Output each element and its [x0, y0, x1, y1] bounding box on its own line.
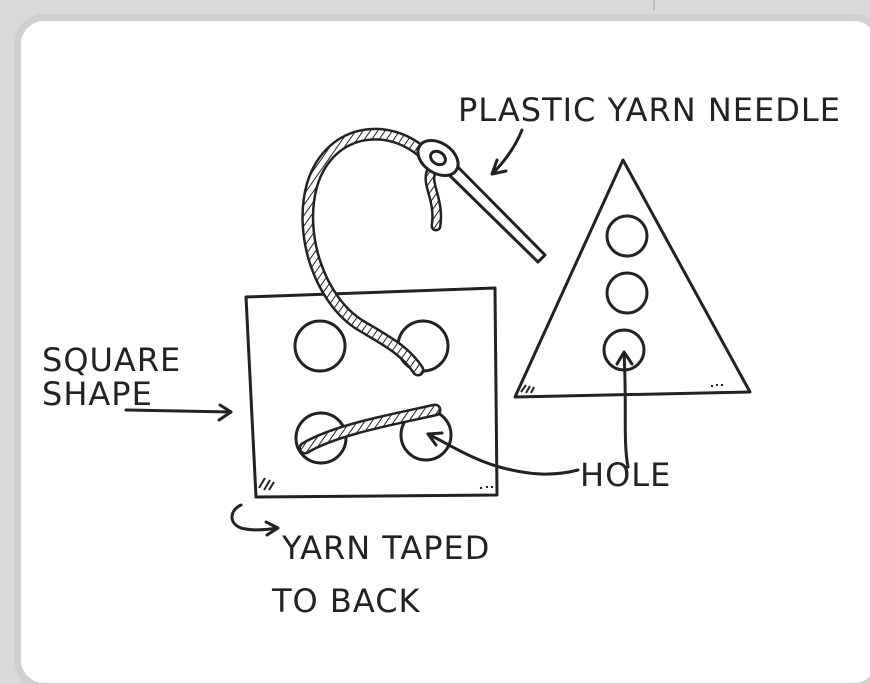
plastic-needle [416, 139, 547, 264]
annotations: PLASTIC YARN NEEDLE SQUARE SHAPE HOLE YA… [42, 91, 841, 620]
square-outline [244, 286, 499, 499]
yarn-texture [303, 130, 434, 374]
needle-label: PLASTIC YARN NEEDLE [458, 91, 841, 129]
square-shape-arrow [124, 403, 233, 422]
triangle-corner-marks [520, 384, 535, 394]
square-corner-marks [258, 477, 275, 491]
square-label-line2: SHAPE [42, 375, 153, 413]
yarn-tail-texture [426, 169, 440, 229]
bottom-yarn-texture [301, 406, 439, 452]
hole-arrow-triangle [615, 350, 634, 469]
top-divider [653, 0, 655, 10]
yarn-strand [298, 127, 443, 455]
yarn-label-line1: YARN TAPED [281, 529, 490, 567]
needle-arrow [490, 128, 524, 176]
triangle-card [513, 158, 752, 399]
triangle-corner-dots [711, 384, 723, 387]
taped-yarn-arrow [230, 503, 280, 537]
square-corner-dots [480, 486, 493, 489]
needle-eye-inner [429, 149, 447, 167]
square-card [244, 286, 499, 499]
annotation-arrows [124, 128, 634, 537]
square-hole-top-left [293, 319, 347, 373]
triangle-hole-top [605, 214, 649, 258]
hole-arrow-square [426, 431, 580, 476]
hole-label: HOLE [580, 456, 671, 494]
square-label-line1: SQUARE [42, 341, 181, 379]
triangle-hole-middle [605, 271, 649, 315]
yarn-label-line2: TO BACK [271, 582, 421, 620]
